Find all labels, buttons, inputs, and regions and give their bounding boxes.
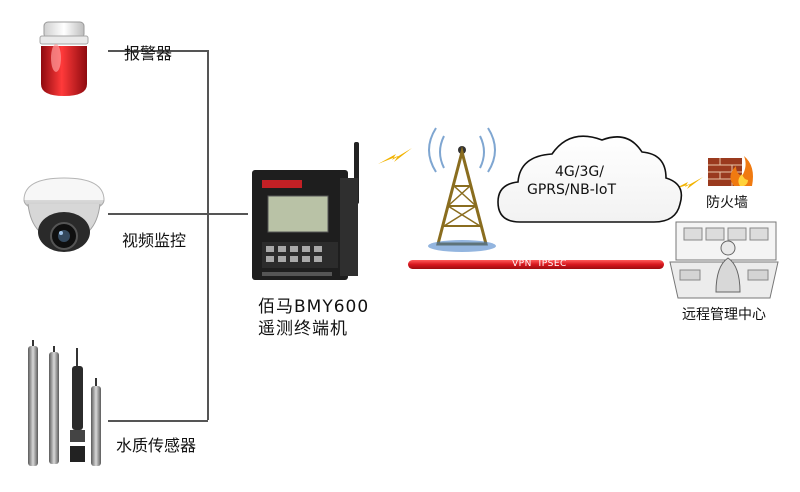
wire-alarm (108, 50, 208, 52)
wire-sensor (108, 420, 208, 422)
control-center-label: 远程管理中心 (682, 307, 766, 323)
siren-icon (39, 21, 89, 96)
vpn-link-label: VPN IPSEC (512, 259, 567, 269)
firewall-icon (708, 156, 753, 186)
control-room-icon (669, 221, 779, 299)
alarm-label: 报警器 (124, 44, 173, 63)
terminal-label-line1: 佰马BMY600 (258, 297, 370, 317)
vpn-link-bar (408, 260, 664, 269)
firewall-label: 防火墙 (706, 195, 748, 211)
wire-vertical-bus (207, 50, 209, 420)
cloud-icon (497, 135, 683, 223)
cloud-label-line1: 4G/3G/ (555, 164, 604, 180)
wireless-signal-bolt-left (378, 148, 412, 164)
terminal-label-line2: 遥测终端机 (258, 319, 348, 339)
camera-label: 视频监控 (122, 231, 187, 250)
cloud-label-line2: GPRS/NB-IoT (527, 182, 616, 198)
sensor-label: 水质传感器 (116, 436, 197, 455)
water-sensor-probes-icon (28, 340, 101, 466)
cell-tower-icon (428, 127, 496, 252)
dome-camera-icon (23, 177, 105, 252)
rtu-terminal-icon (252, 142, 359, 280)
wire-terminal (108, 213, 248, 215)
